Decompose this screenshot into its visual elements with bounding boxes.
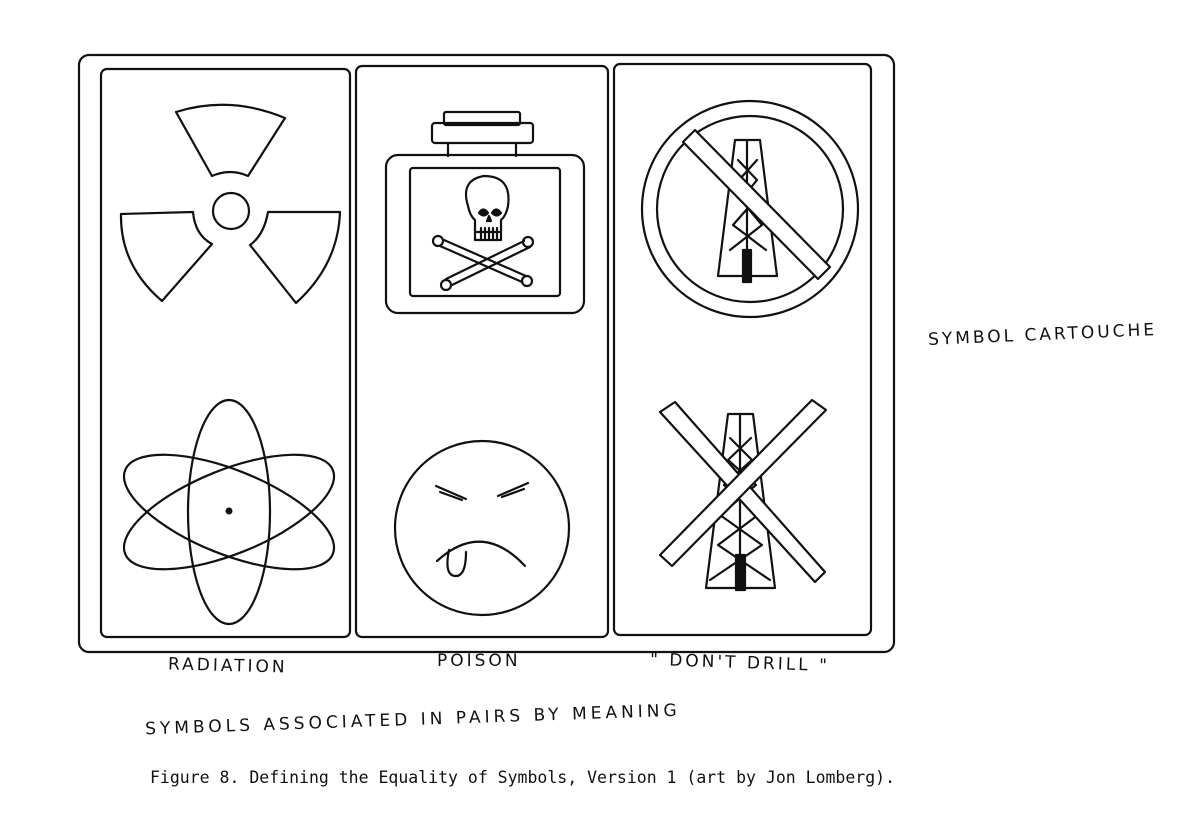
crossed-out-oil-rig-icon: [658, 398, 828, 592]
sick-face-icon: [393, 439, 571, 617]
atom-icon: [122, 398, 336, 626]
panel-dont-drill: [612, 62, 873, 637]
panel-poison: [354, 64, 610, 639]
figure-caption: Figure 8. Defining the Equality of Symbo…: [150, 768, 896, 787]
label-poison: POISON: [437, 651, 521, 671]
poison-bottle-skull-icon: [384, 110, 586, 315]
radiation-trefoil-icon: [119, 103, 342, 305]
outer-cartouche-frame: [77, 53, 896, 654]
no-drill-prohibition-icon: [640, 99, 860, 319]
label-radiation: RADIATION: [167, 654, 288, 678]
panel-radiation: [99, 67, 352, 639]
